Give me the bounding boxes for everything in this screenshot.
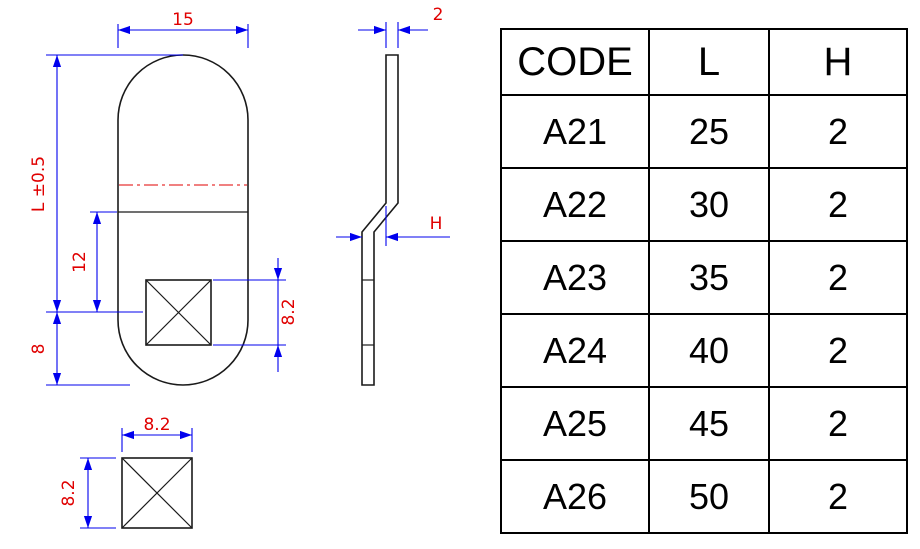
table-row: A24 40 2 xyxy=(500,313,908,388)
cell-code: A26 xyxy=(500,459,650,534)
dim-text-length: L ±0.5 xyxy=(29,156,49,212)
header-code: CODE xyxy=(500,28,650,96)
side-view-dimensions: 2 H xyxy=(336,5,450,246)
dim-text-width: 15 xyxy=(172,10,194,30)
table-row: A26 50 2 xyxy=(500,459,908,534)
table-row: A21 25 2 xyxy=(500,94,908,169)
detail-diagonal-2 xyxy=(121,457,193,529)
dim-text-hole-size: 8.2 xyxy=(279,298,299,325)
cell-l: 35 xyxy=(648,240,770,315)
cell-code: A24 xyxy=(500,313,650,388)
side-view xyxy=(361,54,399,386)
cell-l: 30 xyxy=(648,167,770,242)
front-hole-diagonal-2 xyxy=(145,279,212,346)
dim-text-thickness: 2 xyxy=(433,5,444,25)
detail-view: 8.2 8.2 xyxy=(59,415,193,529)
table-header-row: CODE L H xyxy=(500,28,908,96)
cell-code: A22 xyxy=(500,167,650,242)
size-table: CODE L H A21 25 2 A22 30 2 A23 35 2 A2 xyxy=(500,28,908,534)
table-row: A23 35 2 xyxy=(500,240,908,315)
cell-h: 2 xyxy=(768,459,908,534)
dim-text-bottom-offset: 8 xyxy=(29,344,49,355)
header-l: L xyxy=(648,28,770,96)
dim-text-offset: H xyxy=(430,214,443,234)
table-row: A25 45 2 xyxy=(500,386,908,461)
cell-h: 2 xyxy=(768,240,908,315)
front-body-outline xyxy=(117,54,249,386)
cell-h: 2 xyxy=(768,167,908,242)
dim-text-detail-width: 8.2 xyxy=(143,415,170,435)
front-view-dimensions: 15 L ±0.5 12 8 8.2 xyxy=(29,10,299,386)
cell-code: A25 xyxy=(500,386,650,461)
cell-l: 50 xyxy=(648,459,770,534)
cell-h: 2 xyxy=(768,94,908,169)
dim-text-detail-height: 8.2 xyxy=(59,479,79,506)
dim-text-hole-offset: 12 xyxy=(70,251,90,273)
cell-h: 2 xyxy=(768,386,908,461)
front-view xyxy=(117,54,249,386)
part-drawing: 15 L ±0.5 12 8 8.2 xyxy=(29,5,450,529)
cell-code: A23 xyxy=(500,240,650,315)
front-square-hole xyxy=(145,279,212,346)
detail-square xyxy=(121,457,193,529)
side-body-outline xyxy=(361,54,399,386)
table-row: A22 30 2 xyxy=(500,167,908,242)
cell-code: A21 xyxy=(500,94,650,169)
cell-h: 2 xyxy=(768,313,908,388)
cell-l: 40 xyxy=(648,313,770,388)
cell-l: 25 xyxy=(648,94,770,169)
cell-l: 45 xyxy=(648,386,770,461)
header-h: H xyxy=(768,28,908,96)
